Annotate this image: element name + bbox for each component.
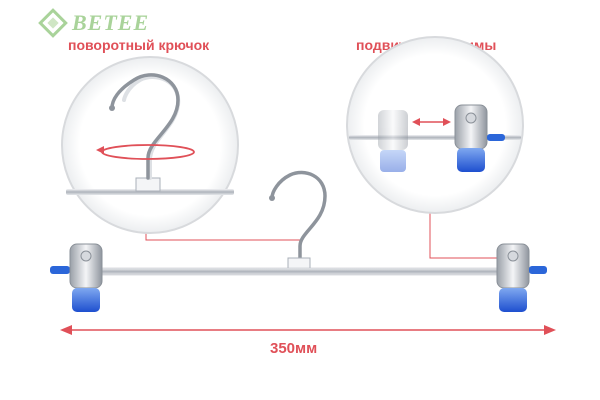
logo-text: BETEE <box>72 10 150 35</box>
logo-diamond-icon <box>38 8 68 38</box>
clips-detail-circle <box>346 36 524 214</box>
brand-logo: BETEE <box>38 8 149 38</box>
hanger <box>50 170 547 312</box>
double-arrow-icon <box>412 118 451 126</box>
dimension-arrow <box>60 325 556 335</box>
dimension-label: 350мм <box>270 340 318 357</box>
hook-callout-label: поворотный крючок <box>68 37 210 53</box>
rotation-arrow-icon <box>96 146 104 154</box>
hook-detail-circle <box>61 56 239 234</box>
